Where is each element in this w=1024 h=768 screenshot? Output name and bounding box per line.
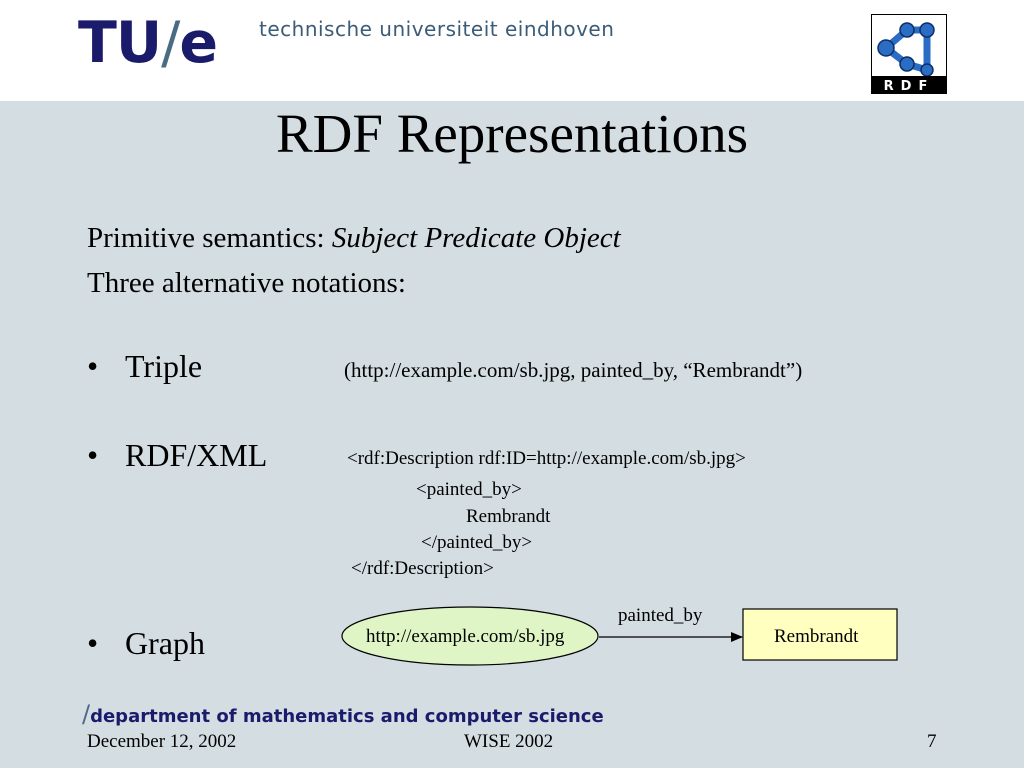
notations-line: Three alternative notations: [87,267,406,299]
slide-title: RDF Representations [275,103,749,164]
bullet-rdfxml: • RDF/XML [87,437,267,473]
bullet-triple-label: Triple [125,348,203,384]
primitive-semantics-label: Primitive semantics: [87,222,332,254]
footer-event: WISE 2002 [464,731,554,752]
graph-object-label: Rembrandt [774,626,859,647]
rdf-logo-band [872,76,946,93]
department-label: /department of mathematics and computer … [82,700,604,728]
rdf-logo-text: RDF [884,79,935,94]
bullet-rdfxml-label: RDF/XML [125,437,268,473]
xml-line-painted-by-open: <painted_by> [416,479,522,500]
triple-notation: (http://example.com/sb.jpg, painted_by, … [344,358,803,382]
xml-line-description-open: <rdf:Description rdf:ID=http://example.c… [347,448,746,469]
footer-date: December 12, 2002 [87,731,237,752]
bullet-graph-label: Graph [125,625,205,661]
graph-subject-label: http://example.com/sb.jpg [366,626,565,647]
tue-logo-e: e [179,10,218,76]
department-slash: / [82,700,91,728]
xml-line-description-close: </rdf:Description> [351,558,494,579]
graph-predicate-label: painted_by [618,605,703,626]
slide-header: TU/e technische universiteit eindhoven R… [0,0,1024,101]
primitive-semantics-terms: Subject Predicate Object [331,222,621,254]
tue-logo: TU/e [78,10,218,76]
bullet-dot: • [87,437,99,473]
department-name: department of mathematics and computer s… [90,706,604,727]
rdf-logo-nodes [877,22,935,77]
rdf-logo-icon: RDF [871,14,947,94]
tue-logo-slash: / [161,10,180,76]
xml-line-value: Rembrandt [466,506,551,527]
university-name: technische universiteit eindhoven [259,17,615,41]
tue-logo-tu: TU [78,10,162,76]
bullet-dot: • [87,625,99,661]
bullet-triple: • Triple [87,348,202,384]
primitive-semantics-line: Primitive semantics: Subject Predicate O… [87,221,621,255]
bullet-graph: • Graph [87,625,205,661]
bullet-dot: • [87,348,99,384]
xml-line-painted-by-close: </painted_by> [421,532,533,553]
footer-page-number: 7 [927,731,937,752]
